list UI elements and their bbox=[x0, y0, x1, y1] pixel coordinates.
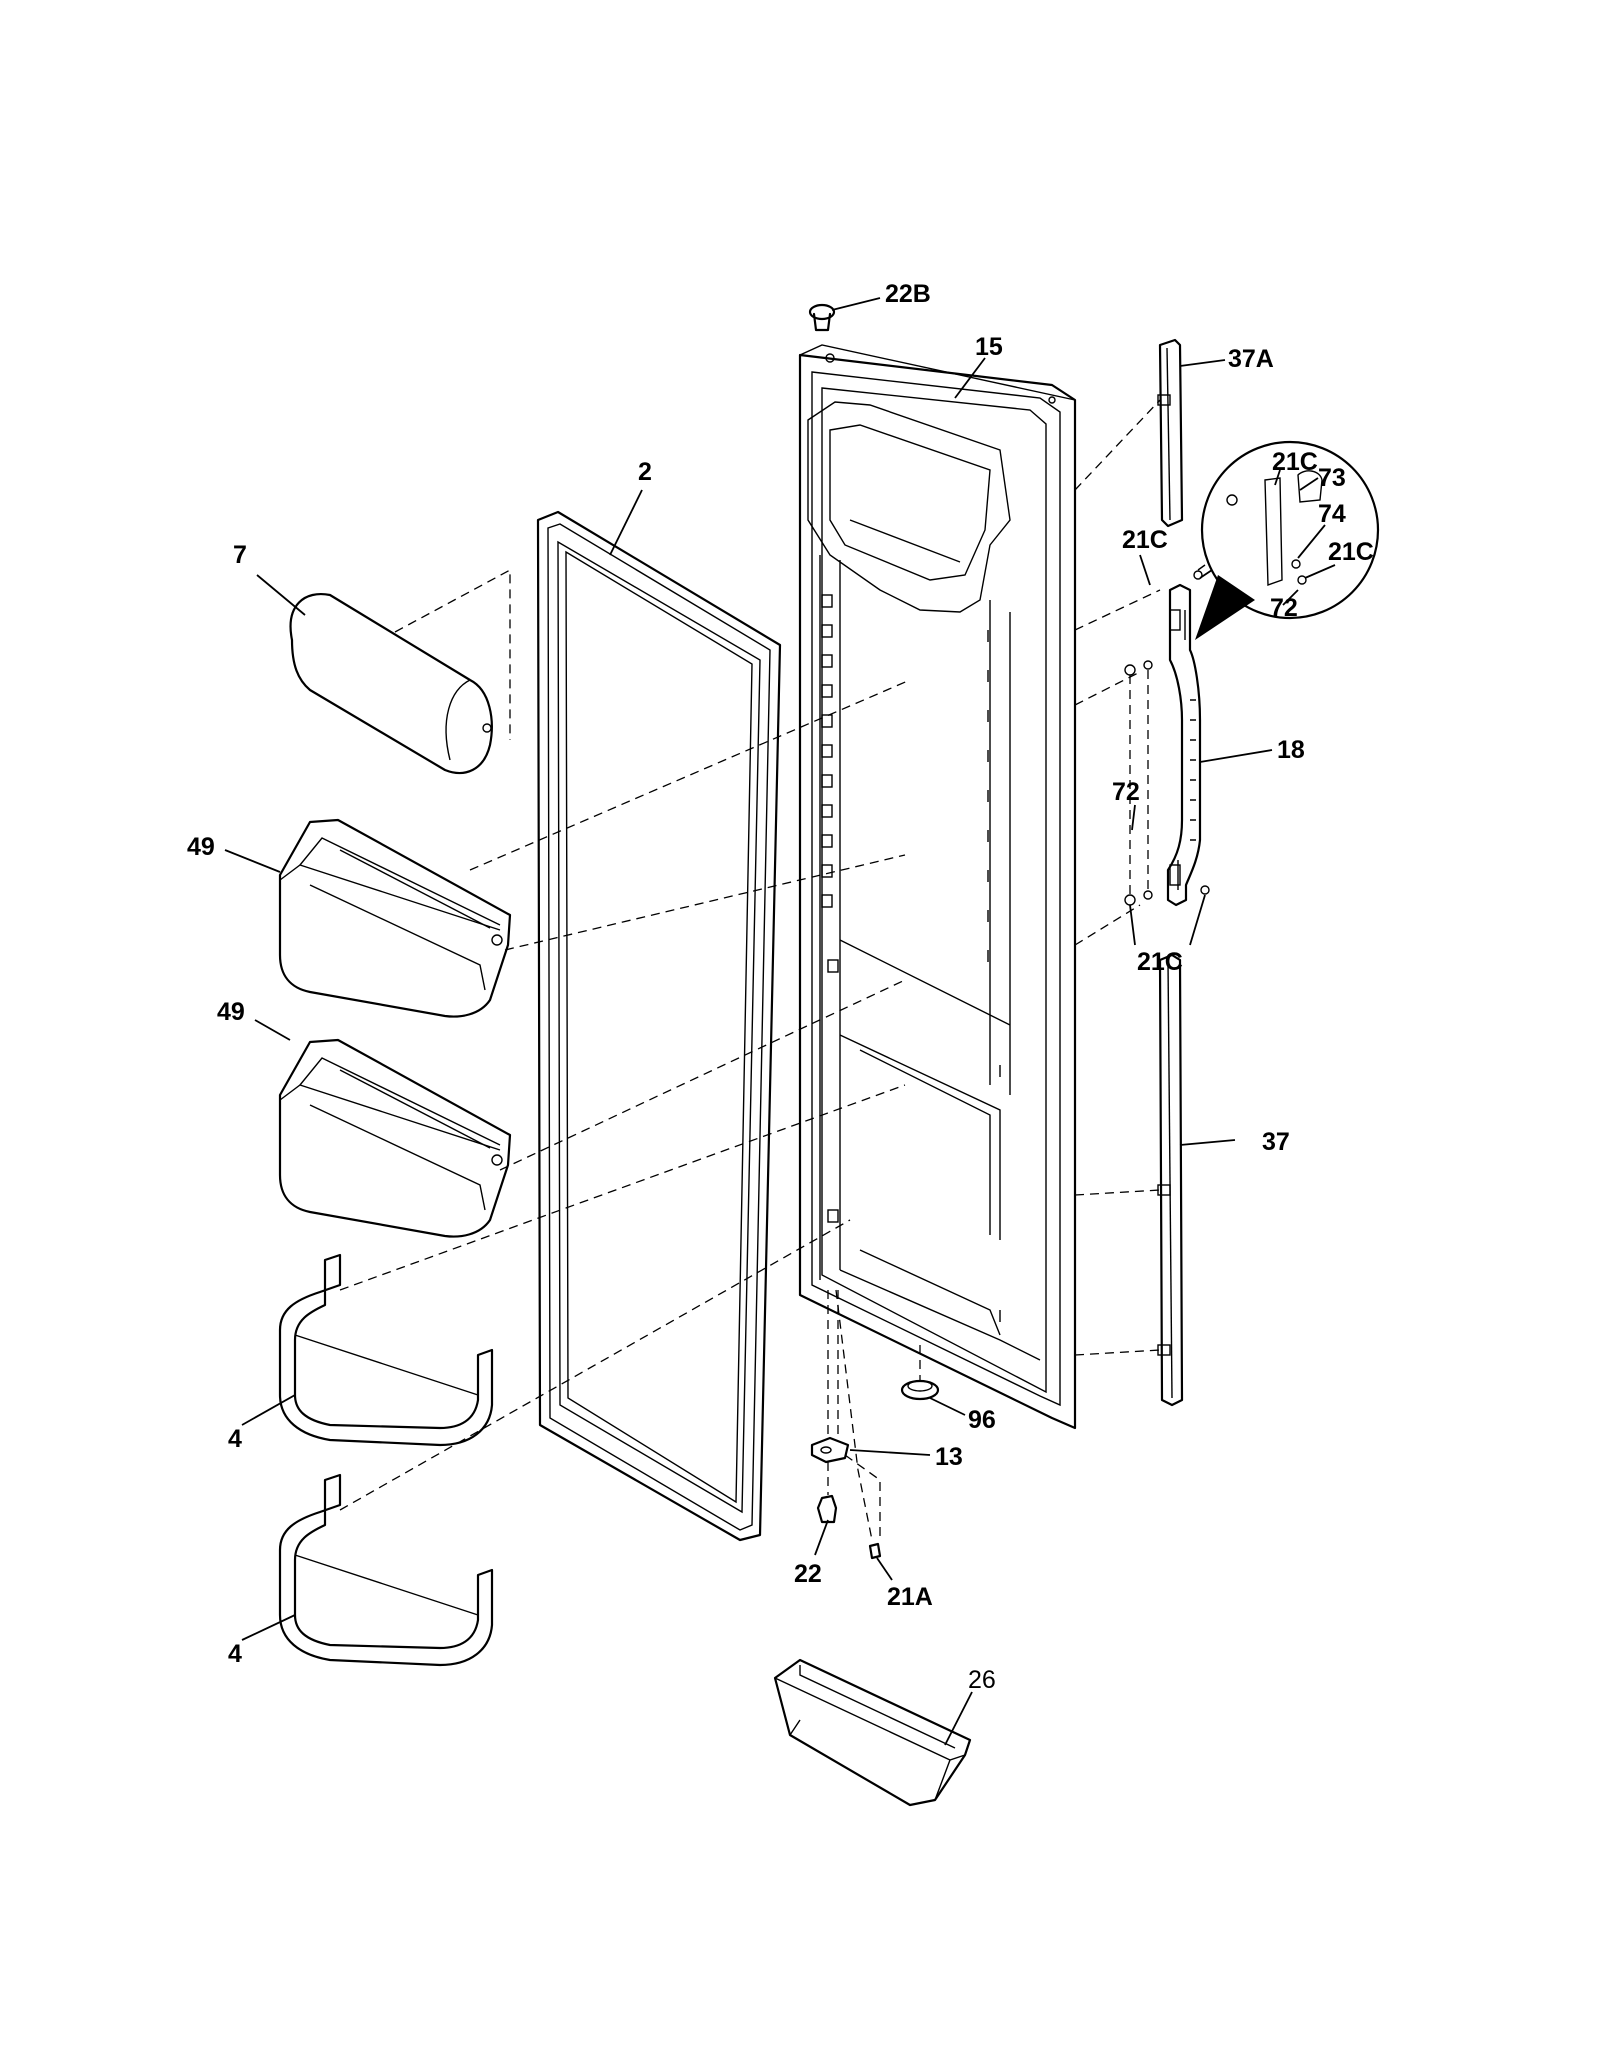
label-22b: 22B bbox=[885, 280, 931, 308]
hinge-bracket bbox=[810, 1436, 850, 1464]
handle-trim-upper bbox=[1157, 338, 1184, 528]
bottom-hinge-pin bbox=[816, 1494, 838, 1524]
door-stop bbox=[900, 1379, 940, 1401]
door-bin-upper bbox=[278, 818, 512, 1018]
label-4-upper: 4 bbox=[228, 1425, 242, 1453]
label-49-upper: 49 bbox=[187, 833, 215, 861]
door-gasket bbox=[536, 510, 782, 1542]
handle-trim-lower bbox=[1157, 953, 1184, 1407]
label-15: 15 bbox=[975, 333, 1003, 361]
callout-labels: 22B 15 37A 2 7 21C 73 74 21C 21C 72 18 7… bbox=[187, 280, 1374, 1694]
label-21c-detail-top: 21C bbox=[1272, 448, 1318, 476]
storage-tray bbox=[773, 1658, 972, 1807]
label-7: 7 bbox=[233, 541, 247, 569]
label-72-handle: 72 bbox=[1112, 778, 1140, 806]
alignment-lines bbox=[339, 399, 1161, 1541]
label-21c-handle-top: 21C bbox=[1122, 526, 1168, 554]
handle-screws bbox=[1124, 564, 1210, 906]
label-74: 74 bbox=[1318, 500, 1346, 528]
label-21c-detail-right: 21C bbox=[1328, 538, 1374, 566]
label-26: 26 bbox=[968, 1666, 996, 1694]
label-96: 96 bbox=[968, 1406, 996, 1434]
label-37a: 37A bbox=[1228, 345, 1274, 373]
label-22: 22 bbox=[794, 1560, 822, 1588]
label-21c-handle-bottom: 21C bbox=[1137, 948, 1183, 976]
door-shelf-upper bbox=[278, 1253, 494, 1447]
label-2: 2 bbox=[638, 458, 652, 486]
label-73: 73 bbox=[1318, 464, 1346, 492]
label-21a: 21A bbox=[887, 1583, 933, 1611]
can-rack bbox=[289, 593, 493, 775]
label-49-lower: 49 bbox=[217, 998, 245, 1026]
label-72-detail: 72 bbox=[1270, 594, 1298, 622]
door-handle bbox=[1166, 583, 1202, 907]
detail-callout-circle bbox=[1195, 440, 1380, 640]
top-hinge-bushing bbox=[808, 303, 836, 332]
leader-lines bbox=[224, 297, 1336, 1746]
shelf-support-studs bbox=[821, 594, 1001, 1322]
door-bin-lower bbox=[278, 1038, 512, 1238]
label-13: 13 bbox=[935, 1443, 963, 1471]
label-37: 37 bbox=[1262, 1128, 1290, 1156]
label-4-lower: 4 bbox=[228, 1640, 242, 1668]
door-liner bbox=[807, 401, 1041, 1361]
door-shelf-lower bbox=[278, 1473, 494, 1667]
label-18: 18 bbox=[1277, 736, 1305, 764]
hinge-screw bbox=[868, 1542, 882, 1560]
door-outer-panel bbox=[798, 344, 1077, 1430]
